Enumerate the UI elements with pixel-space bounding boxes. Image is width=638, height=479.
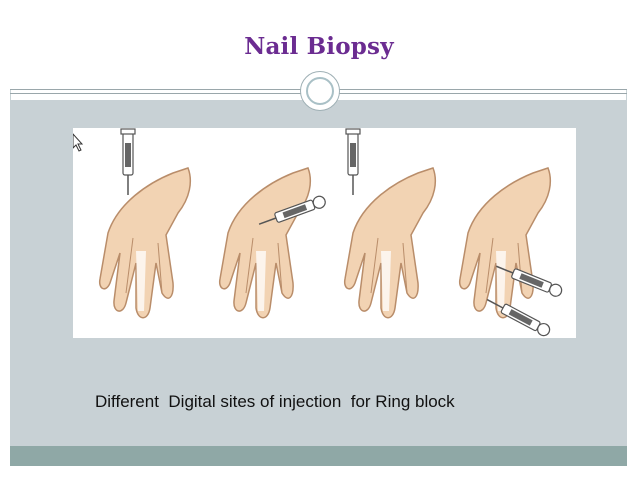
figure-caption: Different Digital sites of injection for… xyxy=(95,392,455,411)
footer-band xyxy=(10,446,627,466)
figure-panel-3 xyxy=(343,128,437,319)
mouse-pointer-icon xyxy=(73,133,84,152)
slide-title: Nail Biopsy xyxy=(244,33,394,60)
circle-ornament-icon xyxy=(300,71,340,111)
figure-panel-4 xyxy=(458,167,565,338)
figure-panel-1 xyxy=(98,128,192,319)
figure-panel-2 xyxy=(218,167,328,319)
injection-figure xyxy=(73,128,576,338)
